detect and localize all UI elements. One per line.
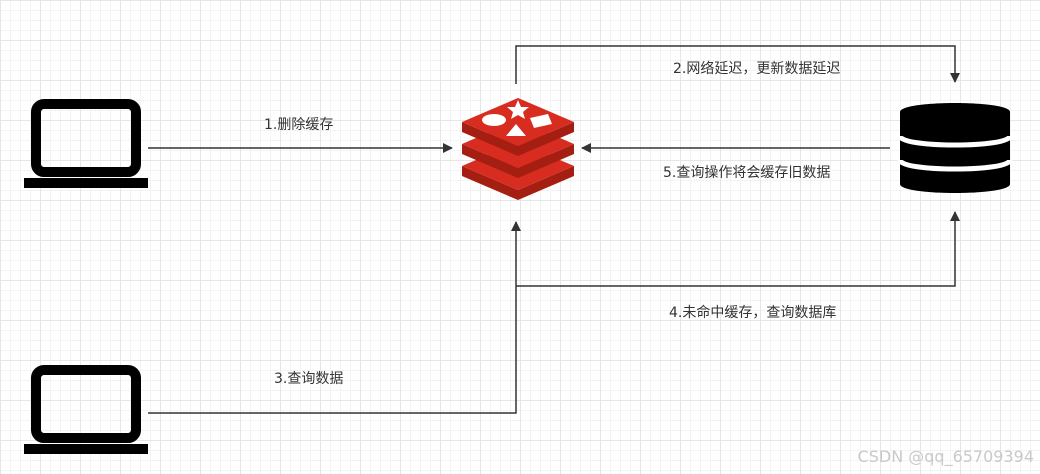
edge-label-cache-old-data: 5.查询操作将会缓存旧数据 [663, 165, 831, 181]
edge-network-delay [515, 45, 960, 84]
watermark: CSDN @qq_65709394 [857, 447, 1034, 466]
redis-icon [462, 98, 574, 200]
edge-cache-miss [516, 211, 960, 287]
laptop-icon [24, 99, 148, 188]
edge-label-delete-cache: 1.删除缓存 [264, 117, 334, 133]
database-icon [897, 103, 1013, 193]
edge-label-query-data: 3.查询数据 [274, 371, 344, 387]
edge-label-cache-miss: 4.未命中缓存，查询数据库 [669, 305, 837, 321]
edge-label-network-delay: 2.网络延迟，更新数据延迟 [673, 61, 841, 77]
laptop-icon [24, 365, 148, 454]
